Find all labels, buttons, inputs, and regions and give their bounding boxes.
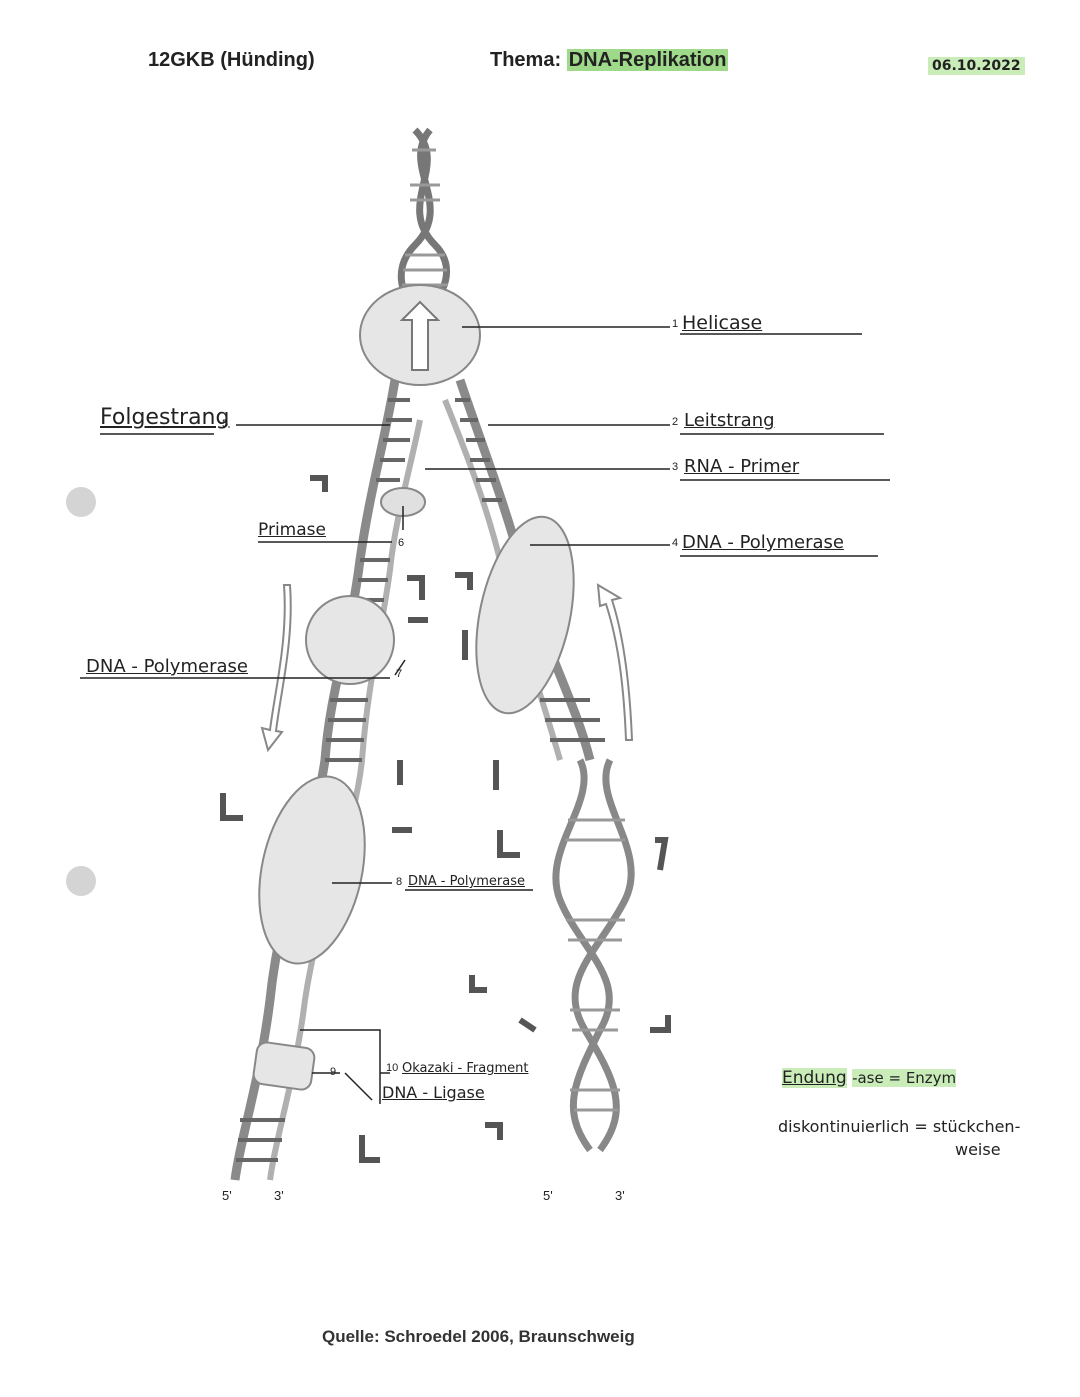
source-citation: Quelle: Schroedel 2006, Braunschweig bbox=[322, 1327, 635, 1346]
end-left-3prime: 3' bbox=[274, 1188, 284, 1203]
end-right-3prime: 3' bbox=[615, 1188, 625, 1203]
daughter-helix-rungs bbox=[565, 818, 625, 1112]
label-dna-ligase: DNA - Ligase bbox=[382, 1083, 485, 1102]
note-endung-word: Endung bbox=[782, 1068, 847, 1088]
date-stamp: 06.10.2022 bbox=[928, 57, 1025, 75]
label-9-number: 9 bbox=[330, 1066, 337, 1078]
label-folgestrang: Folgestrang bbox=[100, 405, 230, 430]
note-endung-meaning: -ase = Enzym bbox=[852, 1069, 957, 1087]
label-3-number: 3 bbox=[672, 461, 679, 473]
note-diskontinuierlich-line1: diskontinuierlich = stückchen- bbox=[778, 1117, 1021, 1136]
free-nucleotides bbox=[220, 475, 671, 1163]
helicase-arrow-icon bbox=[399, 300, 441, 371]
course-title: 12GKB (Hünding) bbox=[148, 49, 315, 71]
label-5-number: 5 bbox=[222, 418, 229, 430]
label-1-number: 1 bbox=[672, 318, 679, 330]
label-dna-polymerase-4: DNA - Polymerase bbox=[682, 532, 844, 553]
parental-helix bbox=[397, 127, 451, 303]
label-helicase: Helicase bbox=[682, 312, 763, 334]
label-dna-polymerase-7: DNA - Polymerase bbox=[86, 656, 248, 677]
label-leitstrang: Leitstrang bbox=[684, 410, 775, 431]
note-endung: Endung -ase = Enzym bbox=[782, 1068, 957, 1088]
down-arrow-icon bbox=[260, 584, 292, 753]
ligase-shape bbox=[252, 1041, 316, 1091]
label-dna-polymerase-8: DNA - Polymerase bbox=[408, 874, 525, 889]
note-diskontinuierlich-line2: weise bbox=[955, 1140, 1001, 1159]
polymerase-left-shape bbox=[305, 595, 395, 685]
label-primase: Primase bbox=[258, 520, 326, 540]
leader-lines bbox=[80, 326, 890, 1104]
right-arm-rungs bbox=[455, 398, 605, 742]
end-left-5prime: 5' bbox=[222, 1188, 232, 1203]
label-4-number: 4 bbox=[672, 537, 679, 549]
label-8-number: 8 bbox=[396, 876, 403, 888]
label-10-number: 10 bbox=[386, 1062, 399, 1074]
end-right-5prime: 5' bbox=[543, 1188, 553, 1203]
punch-hole-top bbox=[66, 487, 96, 517]
topic-name: DNA-Replikation bbox=[566, 49, 729, 71]
punch-hole-bottom bbox=[66, 866, 96, 896]
topic-heading: Thema: DNA-Replikation bbox=[490, 49, 729, 72]
label-7-number: 7 bbox=[396, 668, 403, 680]
label-2-number: 2 bbox=[672, 416, 679, 428]
polymerase-right-shape bbox=[475, 515, 575, 715]
label-rna-primer: RNA - Primer bbox=[684, 456, 800, 477]
label-6-number: 6 bbox=[398, 537, 405, 549]
polymerase-lower-shape bbox=[258, 775, 366, 965]
up-arrow-icon bbox=[596, 583, 634, 741]
label-okazaki-fragment: Okazaki - Fragment bbox=[402, 1061, 529, 1076]
topic-prefix: Thema: bbox=[490, 49, 562, 71]
